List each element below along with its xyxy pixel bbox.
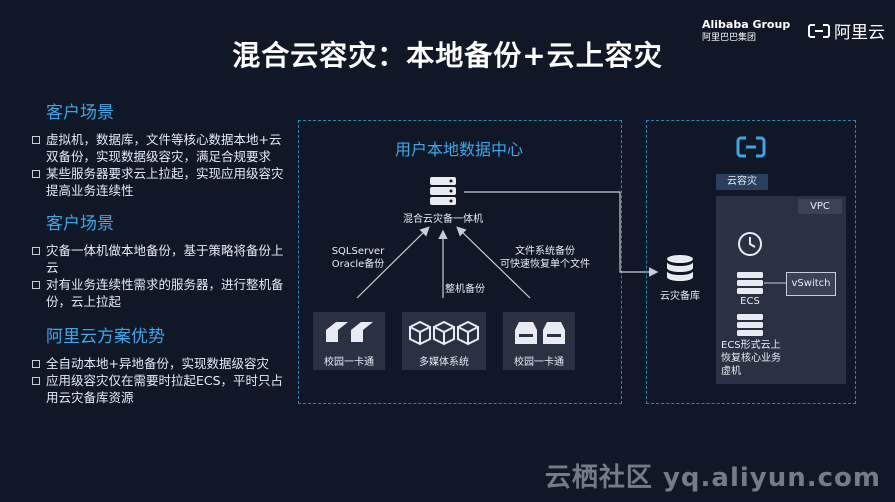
alibaba-group-logo: Alibaba Group 阿里巴巴集团: [702, 18, 790, 43]
aliyun-logo: 阿里云: [808, 18, 885, 43]
edge-label-sql-line1: SQLServer: [331, 246, 385, 257]
vault-icon: [666, 254, 694, 288]
vswitch-link: [764, 282, 786, 284]
cloud-box: [646, 120, 856, 404]
cloud-logo-icon: [736, 136, 766, 162]
edge-file-backup: [456, 226, 531, 299]
ecs-label: ECS: [740, 296, 760, 307]
local-datacenter-title: 用户本地数据中心: [394, 140, 523, 159]
list-item: 对有业务连续性需求的服务器，进行整机备份，云上拉起: [32, 276, 291, 310]
clock-svg: [738, 232, 762, 256]
source-card: 多媒体系统: [402, 312, 486, 370]
vault-label: 云灾备库: [660, 291, 700, 302]
source-label: 校园一卡通: [514, 357, 564, 368]
ecs-recover-icon: [737, 314, 763, 340]
ecs-server-icon: [737, 272, 763, 298]
list-item: 全自动本地+异地备份，实现数据级容灾: [32, 355, 291, 372]
ecs-note: ECS形式云上 恢复核心业务 虚机: [721, 339, 811, 378]
local-datacenter-box: [298, 120, 622, 404]
edge-label-sql: SQLServer Oracle备份: [318, 245, 398, 271]
server-icon: [430, 177, 456, 205]
alibaba-brand-sub: 阿里巴巴集团: [702, 33, 757, 43]
appliance-label: 混合云灾备一体机: [403, 214, 483, 225]
link-icon: [326, 322, 373, 342]
ecs-note-line3: 虚机: [721, 366, 741, 377]
list-item: 虚拟机，数据库，文件等核心数据本地+云双备份，实现数据级容灾，满足合规要求: [32, 131, 291, 165]
edge-to-vault: [464, 191, 659, 277]
edge-label-file-line2: 可快速恢复单个文件: [500, 259, 590, 270]
list-item: 应用级容灾仅在需要时拉起ECS，平时只占用云灾备库资源: [32, 372, 291, 406]
clock-icon: [736, 230, 764, 262]
source-card: 校园一卡通: [503, 312, 575, 370]
database-icon: [667, 255, 693, 281]
edge-label-file-line1: 文件系统备份: [515, 246, 575, 257]
page-title: 混合云容灾：本地备份+云上容灾: [232, 39, 663, 72]
sections: 客户场景 虚拟机，数据库，文件等核心数据本地+云双备份，实现数据级容灾，满足合规…: [32, 98, 292, 406]
server-icon: [737, 272, 763, 294]
section-list: 全自动本地+异地备份，实现数据级容灾 应用级容灾仅在需要时拉起ECS，平时只占用…: [32, 355, 292, 406]
edge-sql-backup: [356, 226, 430, 299]
appliance-icon: [429, 176, 457, 210]
section-heading: 客户场景: [46, 103, 114, 123]
watermark: 云栖社区 yq.aliyun.com: [544, 463, 881, 493]
edge-label-full: 整机备份: [445, 284, 485, 295]
tray-icon: [515, 322, 565, 344]
aliyun-logo-icon: [808, 23, 830, 38]
server-icon: [737, 314, 763, 336]
list-item: 某些服务器要求云上拉起，实现应用级容灾提高业务连续性: [32, 165, 291, 199]
edge-label-file: 文件系统备份 可快速恢复单个文件: [490, 245, 600, 271]
source-label: 多媒体系统: [419, 357, 469, 368]
section-list: 虚拟机，数据库，文件等核心数据本地+云双备份，实现数据级容灾，满足合规要求 某些…: [32, 131, 292, 199]
alibaba-brand-text: Alibaba Group: [702, 18, 791, 31]
vswitch-box: vSwitch: [786, 272, 836, 296]
source-label: 校园一卡通: [324, 357, 374, 368]
edge-label-sql-line2: Oracle备份: [331, 259, 385, 270]
source-card: 校园一卡通: [313, 312, 385, 370]
section-heading: 阿里云方案优势: [46, 327, 165, 347]
section-heading: 客户场景: [46, 214, 114, 234]
aliyun-brand-text: 阿里云: [834, 23, 885, 43]
cloud-tag: 云容灾: [716, 174, 768, 190]
cube-icon: [409, 320, 479, 346]
list-item: 灾备一体机做本地备份，基于策略将备份上云: [32, 242, 291, 276]
ecs-note-line1: ECS形式云上: [721, 340, 781, 351]
section-list: 灾备一体机做本地备份，基于策略将备份上云 对有业务连续性需求的服务器，进行整机备…: [32, 242, 292, 310]
vpc-label: VPC: [798, 199, 842, 214]
ecs-note-line2: 恢复核心业务: [721, 353, 781, 364]
aliyun-cloud-icon: [736, 136, 766, 158]
